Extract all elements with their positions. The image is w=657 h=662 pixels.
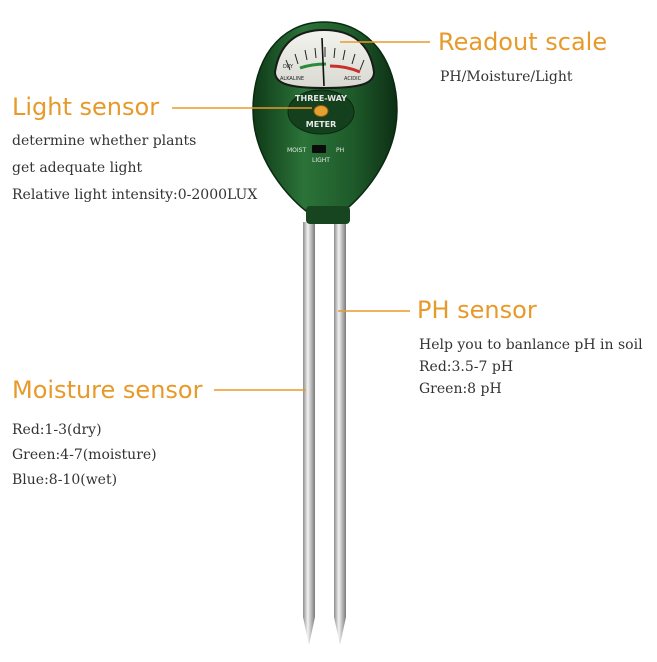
switch-bottom-label: LIGHT — [312, 157, 330, 164]
meter-neck — [306, 206, 350, 224]
moisture-probe — [303, 222, 315, 617]
scale-right-label: ACIDIC — [344, 76, 362, 82]
dial-ticks — [285, 47, 365, 71]
meter-name-bottom: METER — [306, 120, 337, 129]
moisture-desc-line: Blue:8-10(wet) — [12, 472, 118, 488]
light-desc-line: determine whether plants — [12, 133, 197, 149]
switch-right-label: PH — [336, 147, 344, 154]
ph-desc-line: Green:8 pH — [419, 381, 502, 397]
readout-dial — [273, 28, 376, 90]
ph-desc-line: Red:3.5-7 pH — [419, 359, 514, 375]
scale-bottom-left-label: ALKALINE — [280, 76, 304, 82]
moisture-sensor-title: Moisture sensor — [12, 376, 203, 404]
callout-lines — [172, 41, 430, 391]
readout-scale-title: Readout scale — [438, 28, 608, 56]
readout-desc-line: PH/Moisture/Light — [440, 69, 573, 85]
ph-sensor-description: Help you to banlance pH in soil Red:3.5-… — [419, 334, 643, 400]
moisture-desc-line: Green:4-7(moisture) — [12, 447, 157, 463]
light-desc-line: Relative light intensity:0-2000LUX — [12, 187, 258, 203]
dial-red-band — [329, 64, 361, 74]
light-desc-line: get adequate light — [12, 160, 143, 176]
switch-left-label: MOIST — [287, 147, 306, 154]
dial-needle — [321, 37, 325, 87]
meter-name-top: THREE-WAY — [295, 94, 347, 103]
moisture-desc-line: Red:1-3(dry) — [12, 422, 102, 438]
ph-probe-tip — [334, 617, 346, 645]
moisture-probe-tip — [303, 617, 315, 645]
mode-switch[interactable] — [312, 145, 326, 153]
scale-left-label: DRY — [283, 64, 294, 70]
light-sensor-window — [313, 105, 329, 117]
readout-scale-description: PH/Moisture/Light — [440, 66, 573, 88]
probes — [303, 222, 346, 645]
light-sensor-description: determine whether plants get adequate li… — [12, 128, 257, 209]
moisture-sensor-description: Red:1-3(dry) Green:4-7(moisture) Blue:8-… — [12, 418, 157, 493]
ph-sensor-title: PH sensor — [417, 296, 537, 324]
meter-body: DRY ACIDIC ALKALINE THREE-WAY METER MOIS… — [252, 21, 398, 224]
ph-desc-line: Help you to banlance pH in soil — [419, 337, 643, 353]
light-sensor-title: Light sensor — [12, 93, 160, 121]
ph-probe — [334, 222, 346, 617]
